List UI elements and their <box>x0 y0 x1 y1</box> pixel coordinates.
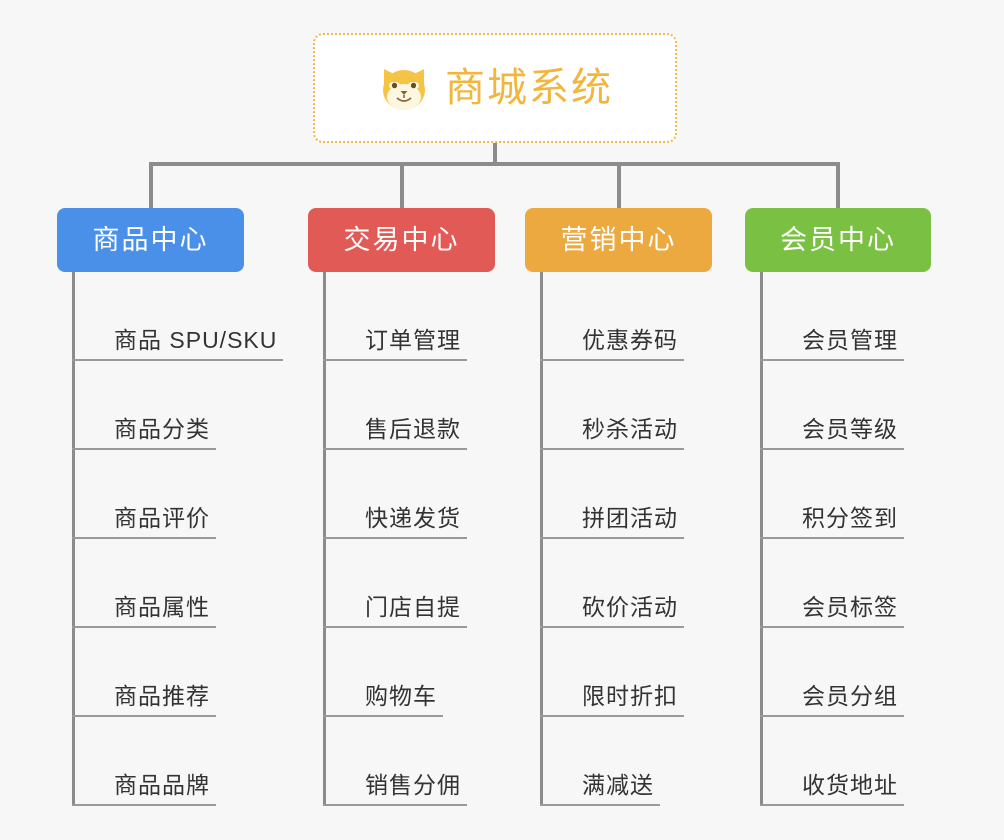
category-label: 会员中心 <box>780 224 896 255</box>
leaf-item-label: 优惠券码 <box>582 329 684 361</box>
leaf-underline-connector <box>72 359 114 361</box>
leaf-underline-connector <box>760 359 802 361</box>
leaf-item-label: 商品推荐 <box>114 685 216 717</box>
leaf-item[interactable]: 快递发货 <box>323 450 467 539</box>
leaf-item[interactable]: 会员分组 <box>760 628 904 717</box>
leaf-item-label: 积分签到 <box>802 507 904 539</box>
leaf-item[interactable]: 限时折扣 <box>540 628 684 717</box>
connector-drop-3 <box>617 162 621 209</box>
leaf-underline-connector <box>72 715 114 717</box>
connector-drop-1 <box>149 162 153 209</box>
leaf-underline-connector <box>72 537 114 539</box>
leaf-item[interactable]: 优惠券码 <box>540 272 684 361</box>
leaf-underline-connector <box>323 448 365 450</box>
leaf-underline-connector <box>760 448 802 450</box>
leaf-item[interactable]: 商品评价 <box>72 450 283 539</box>
leaf-item-label: 售后退款 <box>365 418 467 450</box>
leaf-item[interactable]: 商品分类 <box>72 361 283 450</box>
leaf-trunk-line <box>72 272 75 806</box>
leaf-item[interactable]: 积分签到 <box>760 450 904 539</box>
leaf-item-label: 门店自提 <box>365 596 467 628</box>
leaf-item[interactable]: 商品属性 <box>72 539 283 628</box>
leaf-item[interactable]: 秒杀活动 <box>540 361 684 450</box>
leaf-column-1: 商品 SPU/SKU 商品分类商品评价商品属性商品推荐商品品牌 <box>72 272 284 806</box>
leaf-item[interactable]: 商品 SPU/SKU <box>72 272 284 361</box>
category-header-1[interactable]: 商品中心 <box>57 208 244 272</box>
leaf-item[interactable]: 门店自提 <box>323 539 467 628</box>
connector-drop-4 <box>836 162 840 209</box>
leaf-underline-connector <box>323 359 365 361</box>
category-label: 交易中心 <box>343 224 460 255</box>
leaf-underline-connector <box>760 715 802 717</box>
leaf-item[interactable]: 砍价活动 <box>540 539 684 628</box>
category-label: 商品中心 <box>92 224 209 255</box>
leaf-item-label: 砍价活动 <box>582 596 684 628</box>
leaf-column-3: 优惠券码秒杀活动拼团活动砍价活动限时折扣满减送 <box>540 272 684 806</box>
leaf-item[interactable]: 会员管理 <box>760 272 904 361</box>
leaf-item[interactable]: 售后退款 <box>323 361 467 450</box>
leaf-underline-connector <box>323 626 365 628</box>
leaf-item-label: 收货地址 <box>802 774 904 806</box>
category-header-3[interactable]: 营销中心 <box>525 208 712 272</box>
leaf-underline-connector <box>72 804 114 806</box>
leaf-item-label: 订单管理 <box>365 329 467 361</box>
leaf-item-label: 销售分佣 <box>365 774 467 806</box>
leaf-item[interactable]: 满减送 <box>540 717 684 806</box>
leaf-underline-connector <box>540 448 582 450</box>
leaf-trunk-line <box>540 272 543 806</box>
leaf-underline-connector <box>760 537 802 539</box>
leaf-item-label: 会员等级 <box>802 418 904 450</box>
leaf-underline-connector <box>540 626 582 628</box>
dog-face-icon <box>377 63 431 113</box>
leaf-item-label: 商品分类 <box>114 418 216 450</box>
leaf-item[interactable]: 订单管理 <box>323 272 467 361</box>
leaf-item[interactable]: 商品品牌 <box>72 717 283 806</box>
leaf-item-label: 商品 SPU/SKU <box>114 329 284 361</box>
leaf-item[interactable]: 收货地址 <box>760 717 904 806</box>
leaf-item[interactable]: 销售分佣 <box>323 717 467 806</box>
leaf-item-label: 限时折扣 <box>582 685 684 717</box>
root-node[interactable]: 商城系统 <box>313 33 677 143</box>
leaf-item-label: 会员标签 <box>802 596 904 628</box>
leaf-item-label: 拼团活动 <box>582 507 684 539</box>
leaf-underline-connector <box>540 804 582 806</box>
connector-drop-2 <box>400 162 404 209</box>
leaf-item-label: 秒杀活动 <box>582 418 684 450</box>
leaf-underline-connector <box>540 537 582 539</box>
leaf-item[interactable]: 会员标签 <box>760 539 904 628</box>
leaf-item-label: 会员管理 <box>802 329 904 361</box>
leaf-item[interactable]: 购物车 <box>323 628 467 717</box>
leaf-item-label: 满减送 <box>582 774 660 806</box>
leaf-underline-connector <box>760 626 802 628</box>
leaf-underline-connector <box>760 804 802 806</box>
leaf-item-label: 商品属性 <box>114 596 216 628</box>
leaf-item-label: 快递发货 <box>365 507 467 539</box>
leaf-item-label: 购物车 <box>365 685 443 717</box>
leaf-column-4: 会员管理会员等级积分签到会员标签会员分组收货地址 <box>760 272 904 806</box>
leaf-underline-connector <box>540 359 582 361</box>
category-header-4[interactable]: 会员中心 <box>745 208 931 272</box>
leaf-underline-connector <box>72 626 114 628</box>
leaf-underline-connector <box>323 537 365 539</box>
leaf-underline-connector <box>540 715 582 717</box>
leaf-trunk-line <box>760 272 763 806</box>
connector-horizontal-bus <box>150 162 838 166</box>
leaf-item-label: 商品评价 <box>114 507 216 539</box>
category-header-2[interactable]: 交易中心 <box>308 208 495 272</box>
leaf-item-label: 会员分组 <box>802 685 904 717</box>
leaf-trunk-line <box>323 272 326 806</box>
leaf-column-2: 订单管理售后退款快递发货门店自提购物车销售分佣 <box>323 272 467 806</box>
connector-root-stem <box>493 143 497 164</box>
leaf-underline-connector <box>323 804 365 806</box>
leaf-underline-connector <box>323 715 365 717</box>
leaf-item[interactable]: 拼团活动 <box>540 450 684 539</box>
leaf-item[interactable]: 商品推荐 <box>72 628 283 717</box>
leaf-item[interactable]: 会员等级 <box>760 361 904 450</box>
leaf-item-label: 商品品牌 <box>114 774 216 806</box>
leaf-underline-connector <box>72 448 114 450</box>
category-label: 营销中心 <box>560 224 677 255</box>
root-title: 商城系统 <box>445 66 613 110</box>
